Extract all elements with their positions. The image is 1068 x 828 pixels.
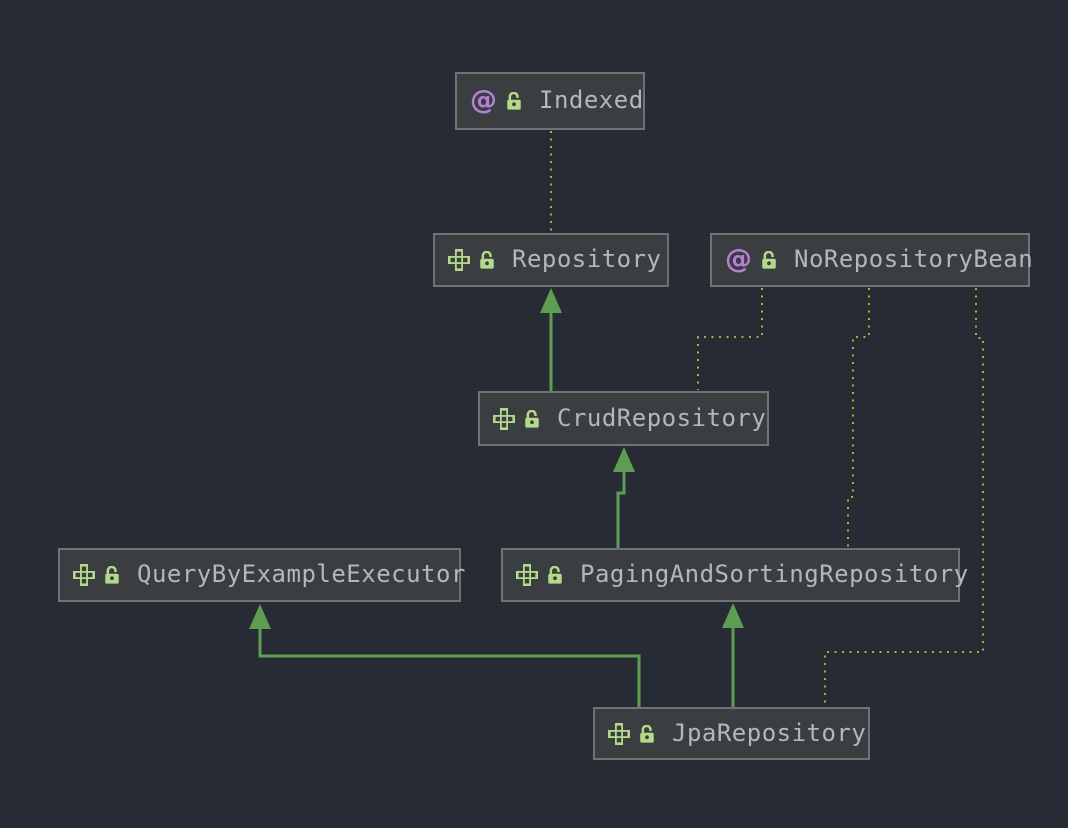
node-norepositorybean[interactable]: @ NoRepositoryBean <box>710 233 1034 287</box>
edge-jparepository-extends-querybyexampleexecutor <box>249 604 641 707</box>
node-label: Indexed <box>539 86 644 114</box>
node-label: Repository <box>512 245 662 273</box>
lock-icon <box>479 251 495 269</box>
annotation-icon: @ <box>725 243 752 275</box>
node-indexed[interactable]: @ Indexed <box>455 72 645 130</box>
edge-norepositorybean-annotates-pagingandsortingrepository <box>847 288 870 547</box>
lock-icon <box>524 409 540 428</box>
node-label: JpaRepository <box>672 718 867 747</box>
interface-icon <box>608 722 630 745</box>
edge-jparepository-extends-pagingandsortingrepository <box>722 603 744 707</box>
node-label: QueryByExampleExecutor <box>137 560 466 588</box>
lock-icon <box>639 724 655 743</box>
node-label: PagingAndSortingRepository <box>580 560 969 588</box>
node-pagingandsortingrepository[interactable]: PagingAndSortingRepository <box>501 548 968 602</box>
node-label: NoRepositoryBean <box>794 245 1034 273</box>
edge-crudrepository-extends-repository <box>540 288 562 391</box>
lock-icon <box>547 566 563 584</box>
node-label: CrudRepository <box>557 403 767 432</box>
node-crudrepository[interactable]: CrudRepository <box>478 391 769 446</box>
interface-icon <box>516 564 538 586</box>
edge-pagingandsortingrepository-extends-crudrepository <box>613 447 635 548</box>
interface-icon <box>448 249 470 271</box>
node-repository[interactable]: Repository <box>433 233 669 287</box>
edge-norepositorybean-annotates-jparepository <box>824 288 984 706</box>
interface-icon <box>493 407 515 430</box>
interface-icon <box>73 564 95 586</box>
annotation-icon: @ <box>470 84 497 116</box>
lock-icon <box>761 251 777 269</box>
lock-icon <box>104 566 120 584</box>
node-jparepository[interactable]: JpaRepository <box>593 707 870 760</box>
lock-icon <box>506 92 522 110</box>
edge-norepositorybean-annotates-crudrepository <box>697 288 763 390</box>
node-querybyexampleexecutor[interactable]: QueryByExampleExecutor <box>58 548 465 602</box>
